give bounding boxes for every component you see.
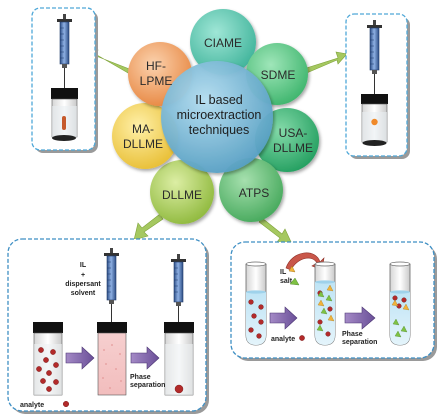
technique-circle-atps bbox=[219, 158, 283, 222]
atps-il-icon bbox=[288, 265, 296, 273]
sdme-label: SDME bbox=[261, 68, 296, 82]
sdme-panel-frame bbox=[345, 13, 408, 157]
ciame-label: CIAME bbox=[204, 36, 242, 50]
dllme-panel: IL + dispersant solvent bbox=[7, 238, 209, 414]
hf-lpme-vial bbox=[51, 88, 78, 141]
dllme-dispersant-label: dispersant bbox=[65, 281, 101, 288]
atps-panel: IL salt Phase separation bbox=[230, 241, 437, 361]
dllme-process-arrow-1 bbox=[65, 346, 95, 370]
dllme-separation-label: separation bbox=[130, 382, 165, 389]
dllme-analyte-label: analyte bbox=[20, 402, 44, 409]
atps-analyte-label: analyte bbox=[271, 336, 295, 343]
arrow-to-atps-panel bbox=[258, 217, 293, 245]
dllme-label: DLLME bbox=[162, 188, 202, 202]
arrow-to-dllme-panel bbox=[133, 213, 164, 241]
hf-lpme-label-line2: LPME bbox=[140, 74, 173, 88]
atps-label: ATPS bbox=[239, 186, 269, 200]
hf-lpme-syringe bbox=[57, 14, 72, 92]
hf-lpme-label-line1: HF- bbox=[146, 59, 166, 73]
technique-circle-ciame bbox=[190, 9, 256, 75]
hf-lpme-panel-frame bbox=[31, 7, 96, 151]
atps-tube-sample bbox=[245, 261, 267, 346]
sdme-drop bbox=[371, 118, 378, 126]
connector-arrows bbox=[87, 47, 348, 245]
atps-tube-separated bbox=[389, 261, 411, 346]
atps-analyte-particles-1 bbox=[248, 299, 264, 339]
usa-dllme-label-line2: DLLME bbox=[273, 141, 313, 155]
usa-dllme-label-line1: USA- bbox=[279, 126, 308, 140]
ma-dllme-label-line2: DLLME bbox=[123, 137, 163, 151]
dllme-vial-dispersion bbox=[97, 322, 127, 396]
sdme-vial bbox=[361, 94, 388, 146]
hf-lpme-panel bbox=[31, 7, 98, 153]
atps-tube-mixed bbox=[314, 261, 336, 346]
dllme-solvent-label: solvent bbox=[71, 290, 96, 297]
dllme-vial-separated bbox=[164, 322, 194, 396]
center-label-line1: IL based bbox=[195, 93, 243, 107]
technique-circle-dllme bbox=[150, 160, 214, 224]
atps-process-arrow-2 bbox=[344, 306, 376, 330]
dllme-sedimented-phase bbox=[174, 384, 184, 394]
technique-circles bbox=[112, 9, 319, 224]
ma-dllme-label-line1: MA- bbox=[132, 122, 154, 136]
sdme-panel bbox=[345, 13, 410, 159]
dllme-process-arrow-2 bbox=[130, 346, 160, 370]
hf-lpme-fiber bbox=[62, 116, 66, 130]
center-label-line3: techniques bbox=[189, 123, 249, 137]
dllme-analyte-legend-dot bbox=[63, 401, 70, 408]
atps-il-label: IL bbox=[280, 269, 287, 276]
center-circle bbox=[161, 61, 273, 173]
dllme-plus-label: + bbox=[81, 272, 85, 279]
atps-process-arrow-1 bbox=[269, 306, 298, 330]
atps-salt-label: salt bbox=[280, 278, 293, 285]
dllme-analyte-particles bbox=[36, 347, 59, 392]
dllme-phase-label: Phase bbox=[130, 374, 151, 381]
atps-salt-icon bbox=[289, 277, 300, 286]
technique-labels: CIAME SDME USA- DLLME ATPS DLLME MA- DLL… bbox=[123, 36, 313, 202]
dllme-vial-sample bbox=[33, 322, 63, 396]
center-label-line2: microextraction bbox=[177, 108, 262, 122]
atps-phase-label: Phase bbox=[342, 331, 363, 338]
atps-analyte-legend-dot bbox=[299, 335, 305, 341]
atps-separation-label: separation bbox=[342, 339, 377, 346]
dllme-il-label: IL bbox=[80, 262, 87, 269]
